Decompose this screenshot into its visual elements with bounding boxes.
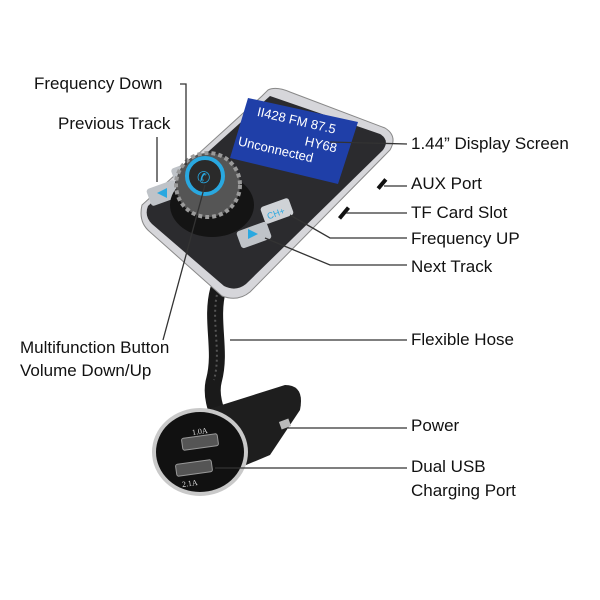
label-charging-port: Charging Port: [411, 481, 516, 500]
label-power: Power: [411, 416, 460, 435]
usb-port-bottom: [175, 459, 213, 477]
label-flexible-hose: Flexible Hose: [411, 330, 514, 349]
label-previous-track: Previous Track: [58, 114, 171, 133]
usb-top-rating: 1.0A: [191, 426, 208, 437]
usb-bottom-rating: 2.1A: [181, 478, 198, 489]
charger-body: 1.0A 2.1A: [152, 385, 301, 496]
transmitter-body: II428 FM 87.5 HY68 Unconnected CH+ ✆: [140, 87, 394, 299]
leader-frequency-up: [289, 214, 407, 239]
phone-button[interactable]: [185, 156, 225, 196]
leader-display: [329, 141, 408, 145]
leader-frequency-down: [180, 83, 187, 165]
previous-track-icon: [157, 188, 167, 198]
aux-port: [376, 178, 388, 190]
label-aux-port: AUX Port: [411, 174, 482, 193]
label-display-screen: 1.44” Display Screen: [411, 134, 569, 153]
next-track-icon: [248, 229, 258, 239]
screen-device-name: HY68: [303, 133, 338, 155]
leader-lines: [156, 83, 408, 469]
label-next-track: Next Track: [411, 257, 493, 276]
label-frequency-down: Frequency Down: [34, 74, 163, 93]
frequency-up-button[interactable]: [260, 197, 294, 224]
leader-next-track: [264, 237, 407, 266]
phone-icon: ✆: [197, 170, 210, 187]
tf-card-slot: [337, 206, 351, 220]
label-volume: Volume Down/Up: [20, 361, 152, 380]
label-tf-card-slot: TF Card Slot: [411, 203, 508, 222]
label-dual-usb: Dual USB: [411, 457, 486, 476]
usb-face: [152, 408, 248, 496]
power-contact: [278, 418, 292, 430]
label-multifunction-button: Multifunction Button: [20, 338, 170, 357]
leader-multifunction: [162, 184, 206, 341]
display-screen: [230, 98, 358, 184]
label-frequency-up: Frequency UP: [411, 229, 520, 248]
usb-port-top: [181, 433, 219, 451]
